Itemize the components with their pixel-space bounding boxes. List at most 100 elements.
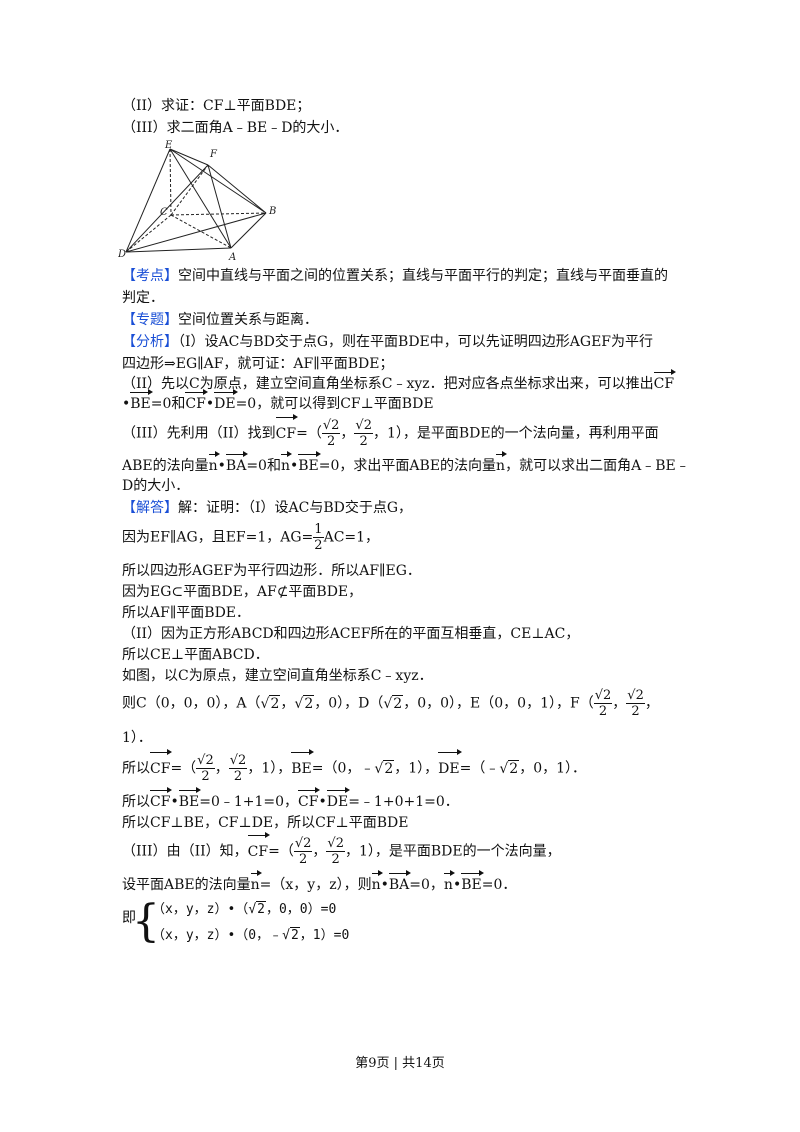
edge-EC bbox=[169, 148, 172, 216]
jieda-line-1: 【解答】解：证明：（I）设AC与BD交于点G， bbox=[122, 498, 412, 518]
jieda-text-11g: ，0，1）． bbox=[519, 760, 587, 777]
jieda-text-12c: =0﹣1+1=0， bbox=[199, 794, 299, 810]
vector-n: n bbox=[496, 451, 508, 474]
system-brace: { bbox=[132, 896, 160, 947]
jieda-line-3: 所以四边形AGEF为平行四边形．所以AF∥EG． bbox=[122, 563, 421, 579]
jieda-text-11b: =（ bbox=[170, 760, 197, 777]
comma: ， bbox=[340, 425, 355, 442]
vector-BE: BE bbox=[130, 389, 153, 412]
jieda-text-11e: ，1）， bbox=[394, 760, 439, 777]
jieda-line-4: 因为EG⊂平面BDE，AF⊄平面BDE， bbox=[122, 584, 363, 600]
ji-label: 即 bbox=[122, 910, 136, 926]
dot-op: • bbox=[217, 458, 226, 474]
jieda-line-6: （II）因为正方形ABCD和四边形ACEF所在的平面互相垂直，CE⊥AC， bbox=[122, 626, 580, 642]
jieda-line-9: 则C（0，0，0），A（√2，√2，0），D（√2，0，0），E（0，0，1），… bbox=[122, 688, 659, 719]
sqrt-2: √2 bbox=[248, 901, 266, 917]
jieda-line-8: 如图，以C为原点，建立空间直角坐标系C﹣xyz． bbox=[122, 668, 433, 684]
jieda-line-7: 所以CE⊥平面ABCD． bbox=[122, 647, 269, 663]
sqrt-2: √2 bbox=[282, 927, 300, 943]
vector-CF: CF bbox=[150, 787, 173, 810]
jieda-text-11c: ，1）， bbox=[247, 760, 292, 777]
edge-AB bbox=[230, 212, 267, 249]
jieda-line-15: 设平面ABE的法向量n=（x，y，z），则n•BA=0，n•BE=0． bbox=[122, 870, 516, 895]
jieda-text-9a: 则C（0，0，0），A（ bbox=[122, 695, 261, 712]
label-B: B bbox=[268, 206, 276, 217]
jieda-line-13: 所以CF⊥BE，CF⊥DE，所以CF⊥平面BDE bbox=[122, 815, 409, 831]
fenxi-line-3: （II）先以C为原点，建立空间直角坐标系C﹣xyz．把对应各点坐标求出来，可以推… bbox=[122, 369, 677, 394]
edge-EF bbox=[169, 148, 209, 166]
jieda-text-2a: 因为EF∥AG，且EF=1，AG= bbox=[122, 529, 314, 546]
vector-DE: DE bbox=[438, 748, 463, 784]
jieda-line-12: 所以CF•BE=0﹣1+1=0，CF•DE=﹣1+0+1=0． bbox=[122, 787, 459, 812]
fenxi-text-6f: ，就可以求出二面角A﹣BE﹣ bbox=[505, 458, 690, 474]
fenxi-line-4: •BE=0和CF•DE=0，就可以得到CF⊥平面BDE bbox=[122, 389, 434, 414]
sqrt-2: √2 bbox=[499, 759, 520, 777]
label-E: E bbox=[164, 140, 173, 151]
dot-op: • bbox=[452, 877, 462, 893]
sqrt-2: √2 bbox=[374, 759, 395, 777]
kaodian-line: 【考点】空间中直线与平面之间的位置关系；直线与平面平行的判定；直线与平面垂直的 bbox=[122, 266, 668, 286]
system-eq-1: （x，y，z）•（√2，0，0）=0 bbox=[152, 900, 336, 920]
edge-DA bbox=[125, 247, 232, 253]
edge-FA bbox=[207, 164, 232, 249]
vector-BE: BE bbox=[178, 787, 201, 810]
label-D: D bbox=[118, 249, 126, 260]
jieda-text-12a: 所以 bbox=[122, 794, 150, 810]
dot-op: • bbox=[318, 794, 327, 810]
fenxi-text-5c: ，1），是平面BDE的一个法向量，再利用平面 bbox=[372, 425, 659, 442]
system-eq-2: （x，y，z）•（0，﹣√2，1）=0 bbox=[152, 926, 349, 946]
dot-op: • bbox=[122, 396, 131, 412]
sys-text-1b: ，0，0）=0 bbox=[265, 902, 337, 917]
fenxi-text-6e: =0，求出平面ABE的法向量 bbox=[318, 458, 497, 474]
fenxi-text-5b: =（ bbox=[296, 425, 322, 442]
vector-n: n bbox=[208, 451, 220, 474]
vector-CF: CF bbox=[653, 369, 677, 392]
sqrt-2: √2 bbox=[383, 694, 404, 712]
jieda-text-11f: =（﹣ bbox=[459, 760, 500, 777]
fenxi-line-2: 四边形⇒EG∥AF，就可证：AF∥平面BDE； bbox=[122, 356, 394, 372]
kaodian-text: 空间中直线与平面之间的位置关系；直线与平面平行的判定；直线与平面垂直的 bbox=[178, 268, 668, 284]
vector-BE: BE bbox=[291, 748, 314, 784]
fenxi-tag: 【分析】 bbox=[122, 334, 178, 350]
edge-CB bbox=[170, 212, 267, 216]
jieda-text-12e: =﹣1+0+1=0． bbox=[348, 794, 459, 810]
jieda-line-10: 1）． bbox=[122, 730, 152, 746]
edge-CD bbox=[125, 214, 172, 253]
jieda-text-15b: =（x，y，z），则 bbox=[259, 877, 372, 893]
jieda-text-14a: （III）由（II）知， bbox=[122, 843, 248, 860]
edge-CF bbox=[170, 164, 209, 216]
sqrt-2: √2 bbox=[294, 694, 315, 712]
kaodian-tag: 【考点】 bbox=[122, 268, 178, 284]
jieda-text-1: 解：证明：（I）设AC与BD交于点G， bbox=[178, 500, 413, 516]
zhuanti-line: 【专题】空间位置关系与距离． bbox=[122, 310, 318, 330]
jieda-text-9b: ，0），D（ bbox=[314, 695, 384, 712]
edge-FB bbox=[207, 164, 267, 214]
jieda-text-14b: =（ bbox=[268, 843, 294, 860]
jieda-text-15d: =0， bbox=[409, 877, 444, 893]
vector-DE: DE bbox=[326, 787, 351, 810]
vector-CF: CF bbox=[185, 389, 209, 412]
jieda-text-2b: AC=1， bbox=[323, 529, 380, 546]
question-part-3: （III）求二面角A﹣BE﹣D的大小． bbox=[122, 120, 349, 136]
zhuanti-text: 空间位置关系与距离． bbox=[178, 312, 318, 328]
vector-n: n bbox=[250, 870, 262, 893]
sys-text-2a: （x，y，z）•（0，﹣ bbox=[152, 928, 283, 943]
dot-op: • bbox=[380, 877, 389, 893]
jieda-text-9c: ，0，0），E（0，0，1），F（ bbox=[403, 695, 594, 712]
edge-EB bbox=[169, 148, 267, 214]
vector-DE: DE bbox=[214, 389, 239, 412]
page-footer: 第9页 | 共14页 bbox=[355, 1056, 445, 1071]
